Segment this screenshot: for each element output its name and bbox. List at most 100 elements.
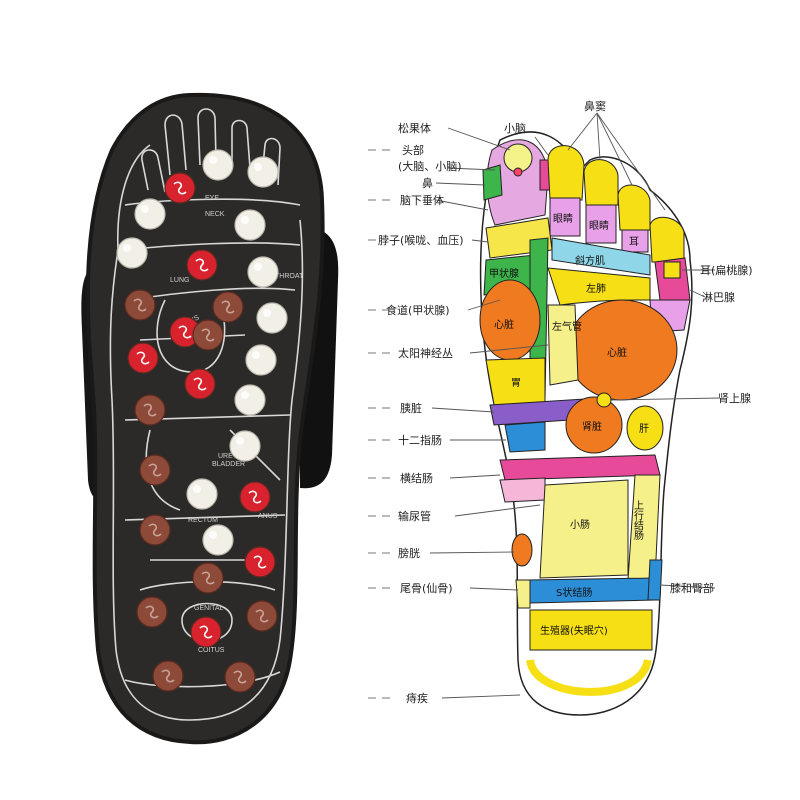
massage-bead — [245, 344, 277, 376]
toe-4 — [649, 216, 685, 263]
heel-arc — [526, 658, 652, 696]
massage-bead — [229, 430, 261, 462]
massage-bead — [247, 156, 279, 188]
bead-swirl — [253, 555, 267, 569]
bead-swirl — [148, 463, 162, 477]
left-dash-marks — [368, 149, 390, 699]
coccyx-zone — [515, 579, 531, 609]
label-transverse-colon: 横结肠 — [400, 471, 433, 485]
zone-label-anus: ANUS — [258, 513, 278, 520]
bead-swirl — [148, 523, 162, 537]
bead-highlight — [254, 163, 262, 171]
bead-highlight — [123, 244, 131, 252]
liver-zone — [626, 405, 664, 451]
bead-swirl — [199, 625, 213, 639]
label-coccyx: 尾骨(仙骨) — [400, 582, 453, 595]
massage-bead — [234, 384, 266, 416]
bead-highlight — [209, 531, 217, 539]
massage-bead — [234, 209, 266, 241]
label-ureter: 输尿管 — [398, 509, 431, 523]
bladder-zone — [511, 533, 533, 567]
zone-label-rectum: RECTUM — [188, 517, 218, 524]
label-pineal: 松果体 — [398, 121, 431, 135]
label-pituitary: 脑下垂体 — [400, 193, 444, 207]
label-sinus: 鼻窦 — [584, 99, 606, 113]
zone-label-throat: THROAT — [275, 273, 304, 280]
leader-lines — [429, 112, 721, 699]
bead-highlight — [209, 156, 217, 164]
zone-label-genital: GENITAL — [194, 605, 224, 612]
label-ear-tonsil: 耳(扁桃腺) — [700, 263, 753, 277]
bronchus-zone — [547, 304, 579, 386]
bead-highlight — [193, 485, 201, 493]
massage-bead — [134, 198, 166, 230]
label-adrenal: 肾上腺 — [718, 391, 751, 405]
duodenum-zone — [504, 421, 546, 453]
bead-swirl — [193, 377, 207, 391]
label-pancreas: 胰脏 — [400, 401, 422, 415]
label-esophagus: 食道(甲状腺) — [386, 303, 450, 317]
label-ear: 耳 — [629, 236, 639, 248]
chart-top-labels: 小脑 鼻窦 — [504, 99, 606, 135]
bead-swirl — [201, 328, 215, 342]
label-bronchus: 左气管 — [552, 320, 582, 333]
bead-highlight — [141, 205, 149, 213]
bead-swirl — [178, 325, 192, 339]
bead-swirl — [136, 351, 150, 365]
bead-highlight — [252, 351, 260, 359]
label-nose: 鼻 — [422, 176, 433, 190]
chart-right-labels: 耳(扁桃腺) 淋巴腺 肾上腺 膝和臀部 — [670, 263, 753, 595]
bead-swirl — [221, 300, 235, 314]
label-knee-hip: 膝和臀部 — [670, 581, 714, 595]
small-intestine-zone — [539, 479, 629, 579]
label-heart: 心脏 — [607, 346, 627, 359]
label-thyroid: 甲状腺 — [489, 267, 519, 280]
bead-highlight — [263, 309, 271, 317]
massage-bead — [116, 237, 148, 269]
label-solar-plexus: 太阳神经丛 — [398, 346, 453, 360]
zone-label-ureter: URETER — [218, 453, 247, 460]
pineal-zone — [513, 167, 523, 177]
label-duodenum: 十二指肠 — [398, 433, 442, 447]
label-stomach: 胃 — [511, 377, 521, 389]
massage-bead — [186, 478, 218, 510]
bead-highlight — [236, 437, 244, 445]
label-kidney: 肾脏 — [582, 420, 602, 433]
label-eye-1: 眼睛 — [553, 213, 573, 225]
label-trapezius: 斜方肌 — [575, 254, 605, 267]
bead-highlight — [241, 391, 249, 399]
colon-left-zone — [499, 477, 546, 503]
label-liver: 肝 — [639, 423, 649, 435]
bead-swirl — [133, 298, 147, 312]
label-neck: 脖子(喉咙、血压) — [378, 233, 464, 247]
label-ascending-colon: 上行结肠 — [632, 500, 644, 541]
massage-slipper: EYE NECK LUNG THROAT KIDNEYS URETER BLAD… — [81, 92, 339, 745]
massage-bead — [202, 524, 234, 556]
bead-highlight — [241, 216, 249, 224]
label-bladder: 膀胱 — [398, 546, 420, 560]
label-cerebellum: 小脑 — [504, 122, 526, 135]
zone-label-lung: LUNG — [170, 277, 189, 284]
massage-bead — [202, 149, 234, 181]
toe-2 — [583, 159, 619, 206]
knee-zone — [647, 559, 663, 601]
label-spleen: 心脏 — [494, 318, 514, 331]
chart-left-labels: 松果体 头部 (大脑、小脑) 鼻 脑下垂体 脖子(喉咙、血压) 食道(甲状腺) … — [378, 121, 464, 705]
trapezius-zone — [551, 237, 651, 276]
bead-swirl — [248, 490, 262, 504]
bead-swirl — [233, 670, 247, 684]
massage-beads — [116, 149, 288, 693]
toe-3 — [617, 184, 651, 231]
zone-label-neck: NECK — [205, 211, 225, 218]
label-brain: (大脑、小脑) — [398, 159, 462, 173]
label-sigmoid-colon: S状结肠 — [556, 586, 592, 599]
reflexology-chart: 眼睛 眼睛 耳 斜方肌 甲状腺 左肺 心脏 左气管 心脏 胃 肾脏 肝 小肠 上… — [368, 99, 753, 716]
bead-highlight — [254, 263, 262, 271]
nose-zone — [482, 164, 503, 201]
zone-label-coitus: COITUS — [198, 647, 225, 654]
label-eye-2: 眼睛 — [589, 220, 609, 232]
bead-swirl — [143, 403, 157, 417]
toe-1 — [547, 145, 585, 201]
massage-bead — [247, 256, 279, 288]
